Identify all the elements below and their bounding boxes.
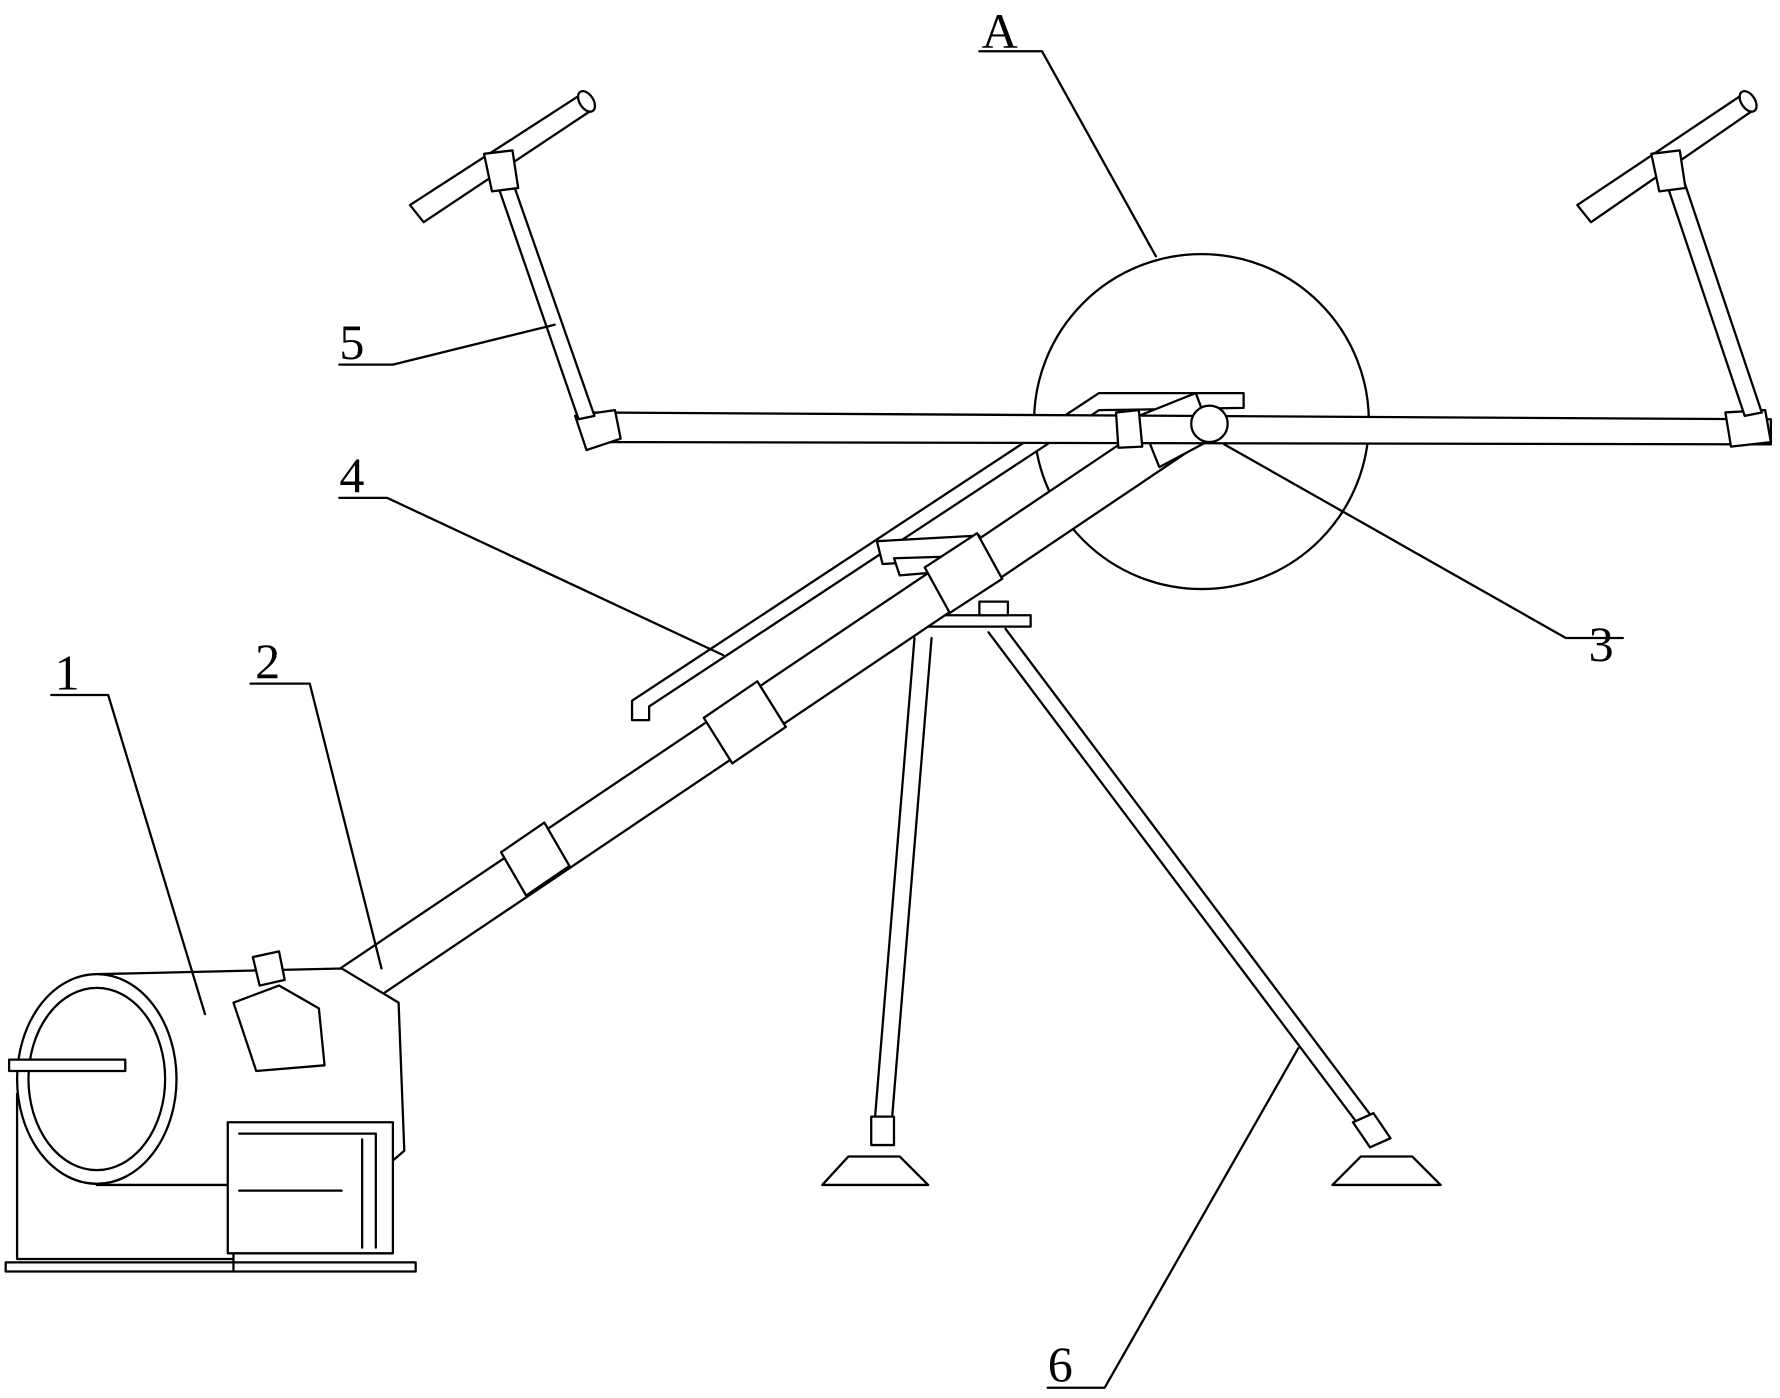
label-6: 6	[1048, 1336, 1073, 1392]
tripod-support	[821, 597, 1442, 1187]
motor-unit	[4, 950, 417, 1273]
leader-lines	[50, 50, 1624, 1389]
label-4: 4	[339, 447, 364, 503]
label-3: 3	[1589, 616, 1614, 672]
label-1: 1	[55, 644, 80, 700]
handle-frame	[408, 90, 1773, 452]
main-tube	[300, 391, 1214, 1029]
label-5: 5	[339, 314, 364, 370]
label-a: A	[982, 3, 1018, 59]
label-2: 2	[255, 633, 280, 689]
